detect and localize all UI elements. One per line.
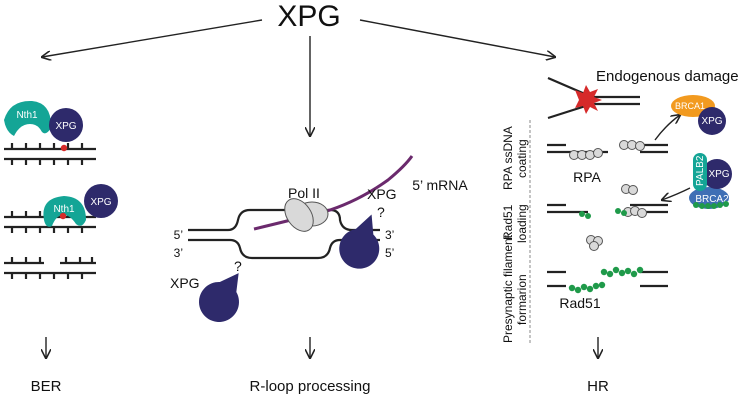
xpg-label-ber-top: XPG (55, 121, 76, 132)
ber-dna-1 (4, 143, 96, 165)
nth1-protein-mid: Nth1 (43, 196, 86, 227)
arrow-to-hr (359, 19, 555, 57)
xpg-label-hr-a: XPG (701, 116, 722, 127)
svg-text:loading: loading (515, 204, 529, 243)
brca2-label: BRCA2 (695, 194, 729, 205)
xpg-label-rloop-top: XPG (367, 186, 397, 202)
ber-dna-3-gapped (4, 257, 96, 279)
rpa-label: RPA (573, 169, 601, 185)
brca1-label: BRCA1 (675, 101, 705, 111)
svg-text:RPA ssDNA: RPA ssDNA (501, 126, 515, 190)
question-mark-bottom: ? (234, 258, 242, 274)
hr-label: HR (587, 378, 609, 395)
pol-ii-label: Pol II (288, 185, 320, 201)
svg-text:coating: coating (515, 139, 529, 178)
xpg-pacman-top (339, 214, 380, 269)
palb2-xpg-brca2-complex: XPG BRCA2 PALB2 (689, 153, 732, 209)
stage-label-rad51-loading: Rad51 loading (501, 204, 529, 243)
damage-dot-2 (59, 212, 67, 220)
rad51-loading-dna (547, 184, 668, 251)
question-mark-top: ? (377, 204, 385, 220)
end-label-bottom-left: 3’ (174, 246, 183, 260)
nth1-label-mid: Nth1 (53, 204, 75, 215)
arrow-to-ber (42, 19, 263, 57)
xpg-protein-ber-mid: XPG (84, 184, 118, 218)
end-label-bottom-right: 5’ (385, 246, 394, 260)
endogenous-damage-label: Endogenous damage (596, 68, 739, 85)
rpa-coated-dna (547, 140, 668, 160)
brca1-xpg-complex: BRCA1 XPG (671, 95, 726, 135)
xpg-label-ber-mid: XPG (90, 197, 111, 208)
rloop-label: R-loop processing (250, 378, 371, 395)
damaged-dna-fork (547, 76, 640, 120)
ber-label: BER (31, 378, 62, 395)
damage-dot-1 (60, 144, 68, 152)
pol-ii-protein (284, 198, 329, 232)
stage-label-presynaptic: Presynaptic filament formarion (501, 234, 529, 343)
rloop-panel: Pol II XPG ? 5’ mRNA 5’ 3’ 3’ 5’ XPG ? (170, 155, 468, 322)
presynaptic-filament-dna (547, 266, 668, 294)
hr-panel: Endogenous damage RPA ssDNA coating Rad5… (501, 68, 739, 343)
rad51-label: Rad51 (559, 295, 600, 311)
svg-text:formarion: formarion (515, 274, 529, 325)
arrow-from-brca2 (662, 187, 691, 200)
arrow-to-brca1 (654, 115, 680, 141)
svg-text:Presynaptic filament: Presynaptic filament (501, 234, 515, 343)
nth1-protein-top: Nth1 (4, 100, 52, 136)
end-label-top-left: 5’ (174, 228, 183, 242)
diagram-title: XPG (277, 0, 340, 33)
stage-label-rpa: RPA ssDNA coating (501, 126, 529, 190)
xpg-pacman-bottom (199, 273, 239, 322)
xpg-label-hr-b: XPG (708, 169, 729, 180)
xpg-label-rloop-bottom: XPG (170, 275, 200, 291)
end-label-top-right: 3’ (385, 228, 394, 242)
nth1-label-top: Nth1 (16, 110, 38, 121)
xpg-protein-ber-top: XPG (49, 108, 83, 142)
palb2-label: PALB2 (695, 155, 706, 186)
mrna-label: 5’ mRNA (412, 177, 468, 193)
ber-panel: Nth1 XPG Nth1 XPG (4, 100, 118, 279)
svg-text:Rad51: Rad51 (501, 204, 515, 240)
